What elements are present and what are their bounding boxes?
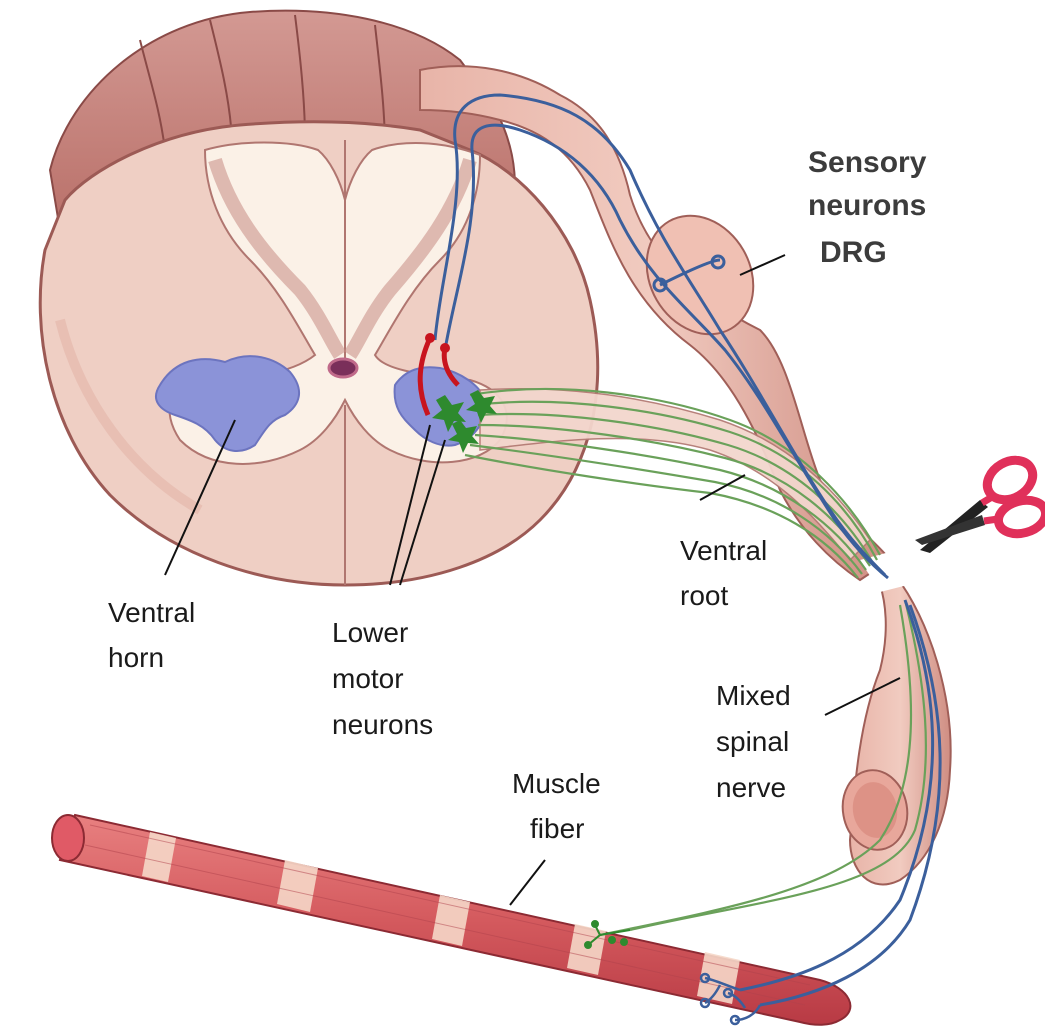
label-sensory-line3: DRG (820, 236, 887, 269)
label-lower-motor-line3: neurons (332, 709, 433, 740)
label-sensory-line2: neurons (808, 189, 926, 222)
scissors-icon (915, 452, 1045, 553)
label-lower-motor-line2: motor (332, 663, 404, 694)
label-ventral-root-line2: root (680, 580, 728, 611)
label-muscle-fiber-line2: fiber (530, 813, 584, 844)
muscle-fiber-end (52, 815, 84, 861)
label-ventral-horn-line2: horn (108, 642, 164, 673)
label-mixed-nerve-line1: Mixed (716, 680, 791, 711)
label-lower-motor-line1: Lower (332, 617, 408, 648)
label-sensory-line1: Sensory (808, 146, 927, 179)
label-mixed-nerve-line3: nerve (716, 772, 786, 803)
label-ventral-horn-line1: Ventral (108, 597, 195, 628)
central-canal (329, 359, 357, 377)
label-mixed-nerve-line2: spinal (716, 726, 789, 757)
label-ventral-root-line1: Ventral (680, 535, 767, 566)
label-muscle-fiber-line1: Muscle (512, 768, 601, 799)
